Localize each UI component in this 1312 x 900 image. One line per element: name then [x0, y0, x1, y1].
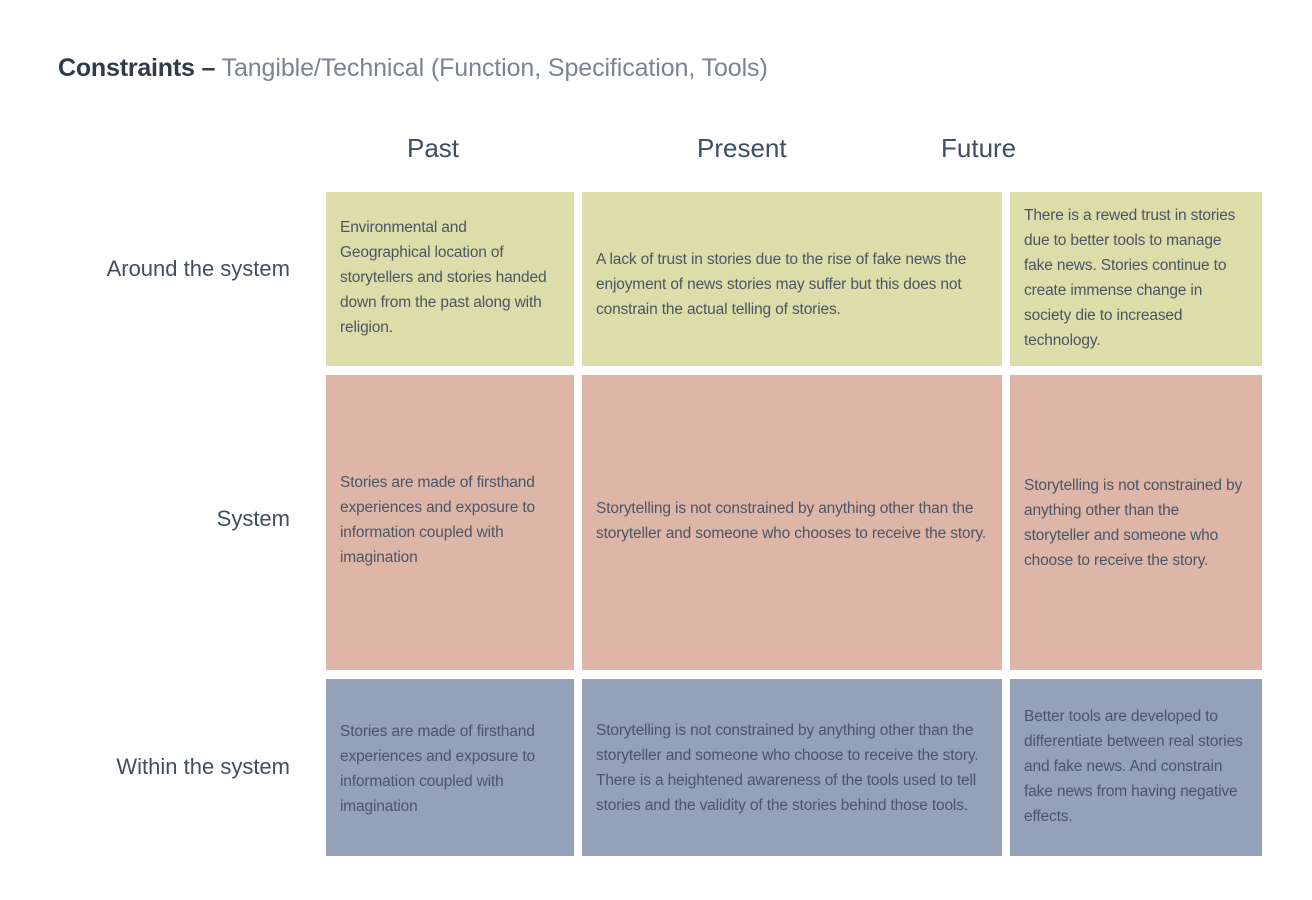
cell-text: A lack of trust in stories due to the ri… [596, 250, 967, 318]
cell-system-past[interactable]: Stories are made of firsthand experience… [326, 375, 574, 670]
cell-text: Storytelling is not constrained by anyth… [596, 499, 987, 542]
page-title-strong: Constraints – [58, 54, 216, 82]
cell-text: Storytelling is not constrained by anyth… [596, 721, 979, 814]
row-label-within-the-system: Within the system [116, 754, 290, 779]
row-label-around-the-system: Around the system [106, 256, 290, 281]
cell-system-future[interactable]: Storytelling is not constrained by anyth… [1010, 375, 1262, 670]
column-header-past: Past [407, 133, 460, 163]
row-label-system: System [216, 506, 290, 531]
cell-around-past[interactable]: Environmental and Geographical location … [326, 192, 574, 366]
cell-within-future[interactable]: Better tools are developed to differenti… [1010, 679, 1262, 856]
column-header-present: Present [697, 133, 787, 163]
cell-text: Stories are made of firsthand experience… [340, 473, 535, 566]
cell-text: Better tools are developed to differenti… [1024, 708, 1243, 825]
cell-within-present[interactable]: Storytelling is not constrained by anyth… [582, 679, 1002, 856]
cell-text: There is a rewed trust in stories due to… [1024, 207, 1236, 349]
cell-text: Environmental and Geographical location … [340, 218, 547, 336]
cell-system-present[interactable]: Storytelling is not constrained by anyth… [582, 375, 1002, 670]
cell-within-past[interactable]: Stories are made of firsthand experience… [326, 679, 574, 856]
cell-around-future[interactable]: There is a rewed trust in stories due to… [1010, 192, 1262, 366]
cell-around-present[interactable]: A lack of trust in stories due to the ri… [582, 192, 1002, 366]
cell-text: Storytelling is not constrained by anyth… [1024, 476, 1243, 569]
page-title-subtitle: Tangible/Technical (Function, Specificat… [215, 54, 768, 82]
cell-text: Stories are made of firsthand experience… [340, 722, 535, 815]
column-header-future: Future [941, 133, 1017, 163]
page-title: Constraints – Tangible/Technical (Functi… [58, 52, 768, 84]
